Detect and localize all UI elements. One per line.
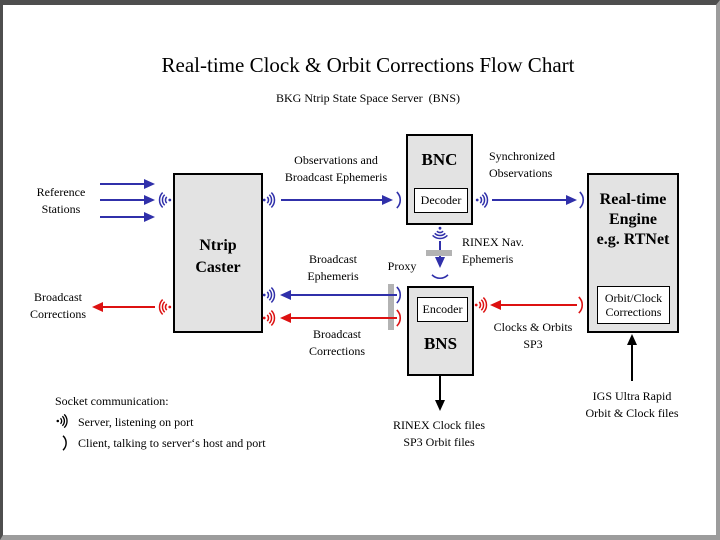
client-socket-icon xyxy=(578,191,585,209)
realtime-engine-box: Real-time Engine e.g. RTNet Orbit/Clock … xyxy=(587,173,679,333)
broadcast-ephemeris-arrow-head xyxy=(280,290,291,300)
bns-box: Encoder BNS xyxy=(407,286,474,376)
synchronized-observations-label: Synchronized Observations xyxy=(489,149,555,180)
clocks-orbits-arrow-head xyxy=(490,300,501,310)
orbit-clock-corrections-box: Orbit/Clock Corrections xyxy=(597,286,670,324)
proxy-label: Proxy xyxy=(387,259,417,273)
observations-arrow-head xyxy=(382,195,393,205)
reference-stations-label: Reference Stations xyxy=(36,185,86,216)
client-socket-icon xyxy=(431,273,449,280)
legend-server-text: Server, listening on port xyxy=(78,415,194,429)
observations-arrow-line xyxy=(281,199,382,201)
synchronized-arrow-head xyxy=(566,195,577,205)
broadcast-out-arrow-line xyxy=(103,306,155,308)
broadcast-ephemeris-arrow-line xyxy=(291,294,397,296)
client-socket-icon xyxy=(62,435,67,451)
ntrip-caster-box: Ntrip Caster xyxy=(173,173,263,333)
server-socket-icon xyxy=(474,296,488,314)
server-socket-icon xyxy=(262,191,276,209)
bns-output-arrow-head xyxy=(435,400,445,411)
ref-arrow-line-3 xyxy=(100,216,144,218)
synchronized-arrow-line xyxy=(492,199,566,201)
broadcast-out-arrow-head xyxy=(92,302,103,312)
realtime-engine-label: Real-time Engine e.g. RTNet xyxy=(596,191,670,248)
rinex-nav-label: RINEX Nav. Ephemeris xyxy=(462,235,524,266)
rinex-nav-arrow-head xyxy=(435,257,445,268)
broadcast-ephemeris-label: Broadcast Ephemeris xyxy=(307,252,359,283)
bnc-label: BNC xyxy=(421,150,458,169)
igs-ultra-rapid-label: IGS Ultra Rapid Orbit & Clock files xyxy=(585,389,679,420)
bns-output-arrow-line xyxy=(439,375,441,401)
broadcast-corrections-arrow-head xyxy=(280,313,291,323)
ntrip-caster-label: Ntrip Caster xyxy=(195,237,241,276)
page-title: Real-time Clock & Orbit Corrections Flow… xyxy=(161,53,575,77)
page-subtitle: BKG Ntrip State Space Server (BNS) xyxy=(276,91,460,105)
proxy-bar-horizontal xyxy=(426,250,452,256)
server-socket-icon xyxy=(475,191,489,209)
igs-input-arrow-head xyxy=(627,334,637,345)
legend-heading: Socket communication: xyxy=(55,394,169,408)
client-socket-icon xyxy=(395,191,402,209)
observations-label: Observations and Broadcast Ephemeris xyxy=(284,153,388,184)
server-socket-icon xyxy=(262,286,276,304)
ref-arrow-head-1 xyxy=(144,179,155,189)
ref-arrow-head-3 xyxy=(144,212,155,222)
broadcast-corrections-mid-label: Broadcast Corrections xyxy=(309,327,365,358)
bns-label: BNS xyxy=(423,334,458,353)
broadcast-corrections-out-label: Broadcast Corrections xyxy=(30,290,86,321)
ref-arrow-head-2 xyxy=(144,195,155,205)
ref-arrow-line-1 xyxy=(100,183,144,185)
ref-arrow-line-2 xyxy=(100,199,144,201)
broadcast-corrections-arrow-line xyxy=(291,317,397,319)
server-socket-icon xyxy=(158,298,172,316)
clocks-orbits-arrow-line xyxy=(501,304,577,306)
server-socket-icon xyxy=(262,309,276,327)
server-socket-icon xyxy=(158,191,172,209)
legend-client-text: Client, talking to server‘s host and por… xyxy=(78,436,266,450)
client-socket-icon xyxy=(395,309,402,327)
clocks-orbits-label: Clocks & Orbits SP3 xyxy=(493,320,573,351)
igs-input-arrow-line xyxy=(631,344,633,381)
encoder-box: Encoder xyxy=(417,297,468,322)
server-socket-icon xyxy=(431,226,449,240)
rinex-clock-files-label: RINEX Clock files SP3 Orbit files xyxy=(393,418,485,449)
bnc-box: BNC Decoder xyxy=(406,134,473,225)
client-socket-icon xyxy=(395,286,402,304)
server-socket-icon xyxy=(55,413,68,429)
client-socket-icon xyxy=(577,296,584,314)
decoder-box: Decoder xyxy=(414,188,468,213)
proxy-bar-vertical xyxy=(388,284,394,330)
